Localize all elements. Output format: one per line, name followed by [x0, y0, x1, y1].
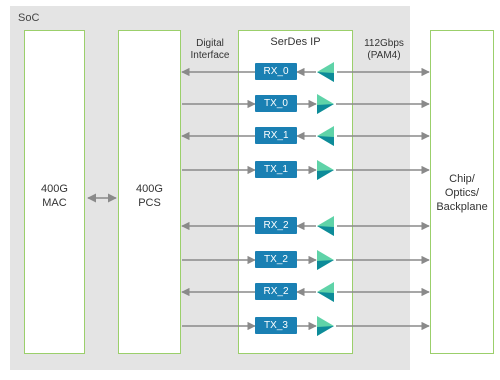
lane-box-tx-0-1: TX_0: [255, 95, 297, 112]
tx-amplifier-icon: [317, 160, 334, 180]
mac-label-line2: MAC: [42, 197, 67, 209]
pcs-label: 400G PCS: [119, 182, 180, 210]
lane-box-tx-1-3: TX_1: [255, 161, 297, 178]
link-speed-line1: 112Gbps: [364, 38, 404, 49]
tx-amplifier-icon: [317, 316, 334, 336]
pcs-label-line1: 400G: [136, 183, 163, 195]
rx-amplifier-icon: [317, 216, 334, 236]
chip-label-line3: Backplane: [436, 201, 488, 213]
tx-amplifier-icon: [317, 250, 334, 270]
chip-label-line2: Optics/: [444, 187, 480, 199]
lane-box-rx-0-0: RX_0: [255, 63, 297, 80]
rx-amplifier-icon: [317, 62, 334, 82]
chip-block: Chip/ Optics/ Backplane: [430, 30, 494, 354]
lane-box-rx-2-6: RX_2: [255, 283, 297, 300]
digital-interface-line1: Digital: [196, 38, 224, 49]
chip-label-line1: Chip/: [449, 173, 475, 185]
rx-amplifier-icon: [317, 282, 334, 302]
tx-amplifier-icon: [317, 94, 334, 114]
digital-interface-line2: Interface: [190, 50, 230, 61]
serdes-title: SerDes IP: [270, 36, 321, 48]
mac-label-line1: 400G: [41, 183, 68, 195]
digital-interface-label: Digital Interface: [184, 38, 236, 62]
link-speed-line2: (PAM4): [367, 50, 401, 61]
lane-box-rx-2-4: RX_2: [255, 217, 297, 234]
soc-label: SoC: [18, 12, 40, 24]
lane-box-rx-1-2: RX_1: [255, 127, 297, 144]
pcs-block: 400G PCS: [118, 30, 181, 354]
lane-box-tx-2-5: TX_2: [255, 251, 297, 268]
lane-box-tx-3-7: TX_3: [255, 317, 297, 334]
link-speed-label: 112Gbps (PAM4): [356, 38, 412, 62]
mac-label: 400G MAC: [25, 182, 84, 210]
rx-amplifier-icon: [317, 126, 334, 146]
chip-label: Chip/ Optics/ Backplane: [431, 172, 493, 214]
mac-block: 400G MAC: [24, 30, 85, 354]
pcs-label-line2: PCS: [138, 197, 161, 209]
